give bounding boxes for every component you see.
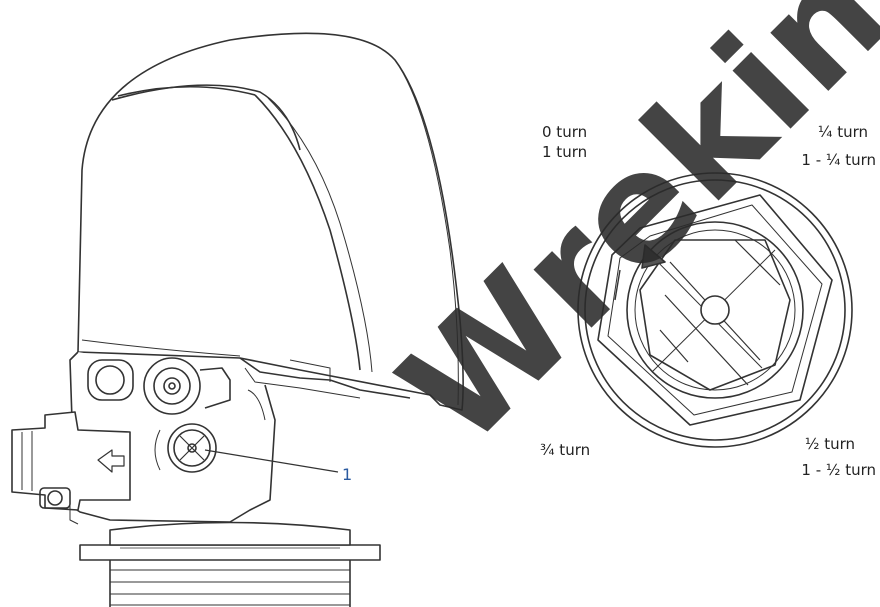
threaded-base [79, 521, 381, 607]
label-zero-turn: 0 turn [542, 123, 588, 141]
turn-dial [577, 172, 853, 448]
valve-cover [77, 32, 464, 411]
label-one-minus-half: 1 - ½ turn [801, 461, 876, 479]
callout-leader-line [204, 449, 339, 473]
label-quarter-turn: ¼ turn [817, 123, 868, 141]
left-connector [11, 411, 131, 525]
callout-number: 1 [342, 465, 353, 484]
label-three-quarter-turn: ¾ turn [540, 441, 591, 459]
label-one-turn: 1 turn [542, 143, 588, 161]
label-half-turn: ½ turn [804, 435, 855, 453]
label-one-minus-quarter: 1 - ¼ turn [801, 151, 876, 169]
